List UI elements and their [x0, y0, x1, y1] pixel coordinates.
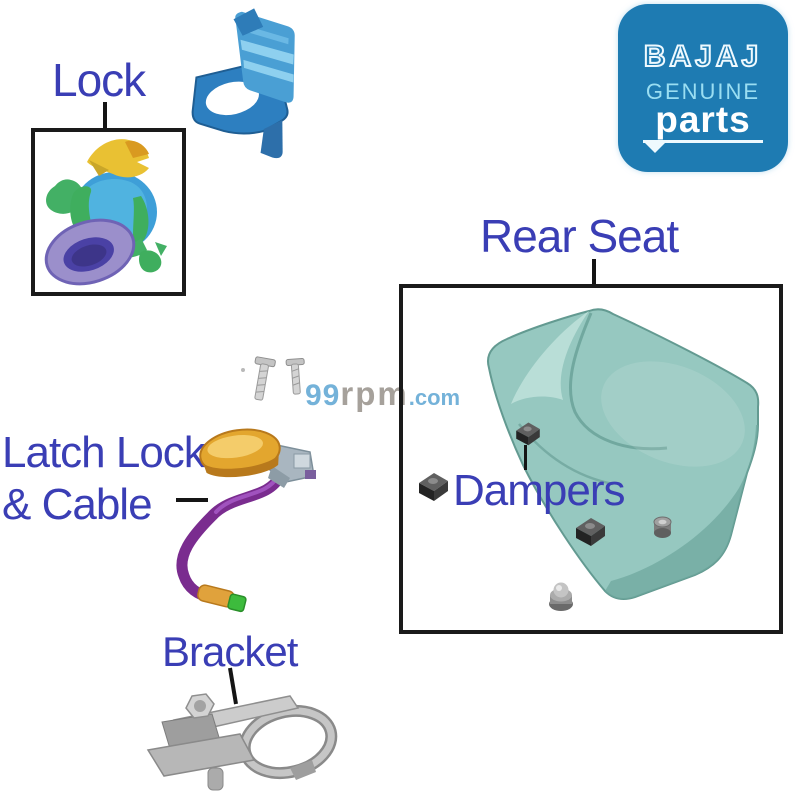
dampers-label: Dampers	[453, 466, 625, 515]
latch-metal-bracket	[268, 443, 316, 488]
damper-dome-nut-image	[549, 582, 573, 611]
bracket-image	[146, 667, 338, 791]
damper-nut-image	[653, 516, 672, 538]
damper-block-image	[576, 518, 605, 546]
lock-label: Lock	[52, 54, 146, 106]
bracket-nut	[185, 693, 215, 719]
screw-2	[285, 358, 305, 395]
bajaj-genuine-parts-badge: BAJAJ GENUINE parts	[618, 4, 788, 172]
rear-seat-box: Dampers	[399, 284, 783, 634]
damper-block-image	[516, 422, 540, 446]
bracket-pin	[207, 767, 224, 791]
badge-underline	[643, 139, 763, 153]
damper-block-image	[419, 473, 448, 501]
latch-lock-cable-image	[176, 428, 316, 613]
cable-path	[176, 470, 286, 603]
bracket-foot	[290, 760, 316, 780]
badge-down-arrow-icon	[645, 142, 665, 153]
lock-part-box	[31, 128, 186, 296]
bracket-base-plate	[146, 733, 256, 777]
rear-seat-label: Rear Seat	[480, 210, 679, 262]
rear-seat-image	[487, 308, 760, 600]
bracket-callout-line	[228, 667, 238, 705]
genuine-text: GENUINE	[645, 79, 761, 104]
lock-part-image	[44, 139, 167, 286]
rear-seat-callout-line	[592, 259, 596, 285]
latch-lock-label-line2: & Cable	[2, 480, 153, 529]
latch-gold-dome	[199, 428, 281, 478]
watermark-99rpm: 99rpm.com	[305, 377, 460, 411]
screw-1	[254, 356, 276, 401]
watermark-dotcom: .com	[408, 385, 461, 410]
latch-lock-label-line1: Latch Lock	[2, 428, 206, 477]
parts-text: parts	[655, 99, 751, 140]
watermark-99: 99	[305, 379, 341, 412]
dampers-callout-line	[524, 445, 527, 470]
bracket-label: Bracket	[162, 628, 298, 675]
bajaj-brand-text: BAJAJ	[643, 40, 763, 73]
lock-callout-line	[103, 102, 107, 129]
cable-ferrule	[197, 584, 247, 613]
watermark-rpm: rpm	[340, 375, 409, 412]
mounting-screws-image	[241, 356, 305, 401]
lock-cover-part-image	[191, 8, 295, 159]
latch-callout-line	[176, 498, 208, 502]
